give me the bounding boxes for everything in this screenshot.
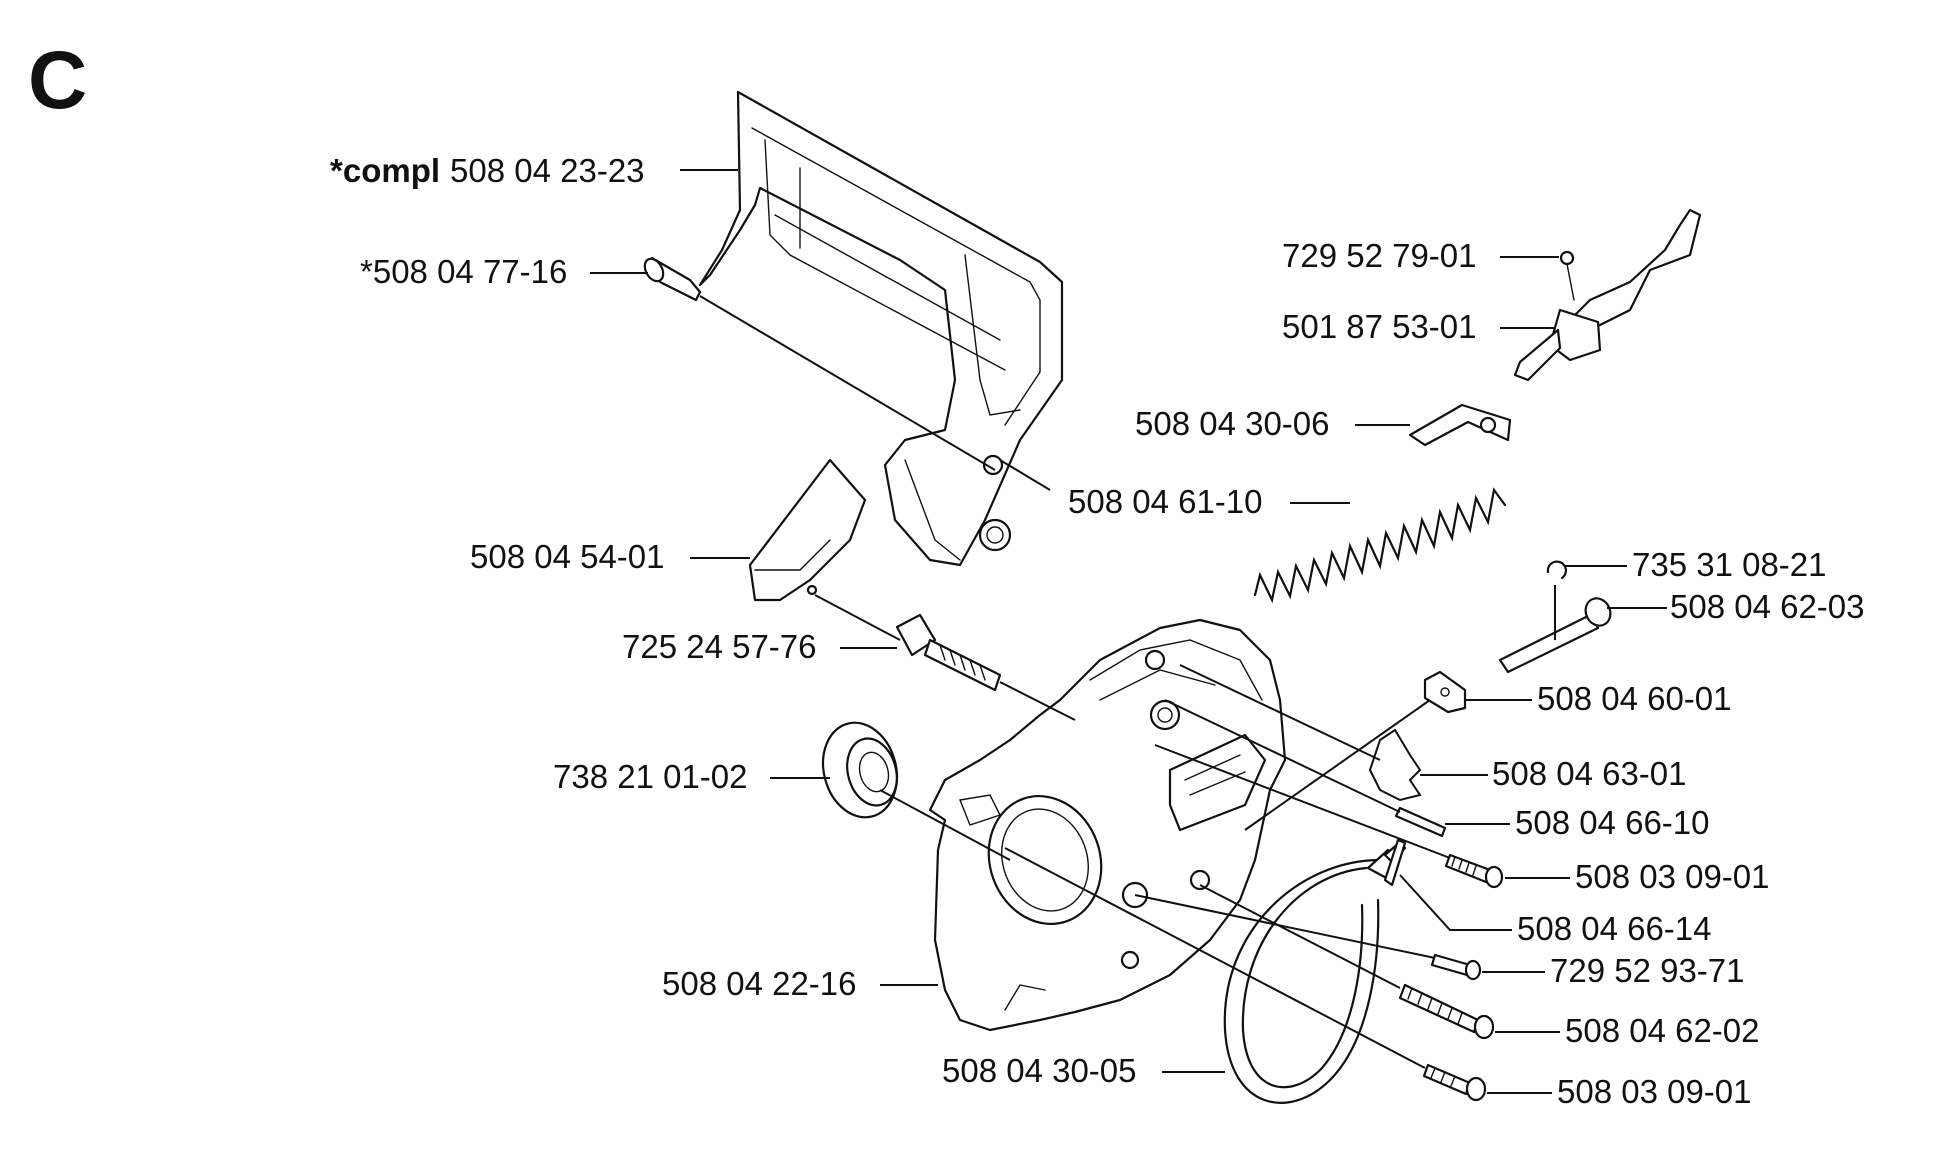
brake-actuator-assembly: [1513, 208, 1702, 382]
spring-clip: [1368, 728, 1422, 802]
pin: [1498, 597, 1612, 674]
label-compl-prefix: *compl: [330, 152, 440, 189]
label-508046614: 508 04 66-14: [1517, 910, 1712, 947]
label-508045401: 508 04 54-01: [470, 538, 665, 575]
rod: [1394, 806, 1447, 838]
band-link: [1383, 838, 1407, 887]
label-compl-assembly: *compl 508 04 23-23: [330, 152, 645, 189]
part-number-labels: *compl 508 04 23-23 *508 04 77-16 729 52 …: [330, 152, 1865, 1110]
adjuster-screw: [895, 613, 1002, 692]
label-508046203: 508 04 62-03: [1670, 588, 1865, 625]
label-508043006: 508 04 30-06: [1135, 405, 1330, 442]
section-letter: C: [28, 35, 87, 126]
label-508030901-b: 508 03 09-01: [1557, 1073, 1752, 1110]
label-508046301: 508 04 63-01: [1492, 755, 1687, 792]
label-735310821: 735 31 08-21: [1632, 546, 1827, 583]
clutch-cover-housing: [928, 618, 1287, 1032]
pivot-pin: [643, 256, 702, 302]
bracket: [1408, 403, 1512, 447]
block: [1423, 670, 1467, 714]
chain-brake-handle: [698, 90, 1064, 567]
screw-4: [1422, 1063, 1487, 1102]
label-508043005: 508 04 30-05: [942, 1052, 1137, 1089]
screw-3: [1398, 983, 1495, 1040]
bearing: [821, 721, 899, 819]
label-508047716: *508 04 77-16: [360, 253, 567, 290]
label-508030901-a: 508 03 09-01: [1575, 858, 1770, 895]
label-508046202: 508 04 62-02: [1565, 1012, 1760, 1049]
label-729529371: 729 52 93-71: [1550, 952, 1745, 989]
cover-piece: [748, 458, 867, 602]
retaining-washer: [1546, 560, 1567, 580]
label-725245776: 725 24 57-76: [622, 628, 817, 665]
label-508042216: 508 04 22-16: [662, 965, 857, 1002]
label-compl-number: 508 04 23-23: [450, 152, 645, 189]
label-729527901: 729 52 79-01: [1282, 237, 1477, 274]
label-508046110: 508 04 61-10: [1068, 483, 1263, 520]
screw-1: [1444, 853, 1504, 889]
screw-2: [1430, 953, 1482, 981]
label-508046610: 508 04 66-10: [1515, 804, 1710, 841]
leader-lines: [590, 169, 1667, 1094]
label-501875301: 501 87 53-01: [1282, 308, 1477, 345]
label-738210102: 738 21 01-02: [553, 758, 748, 795]
spring: [1253, 487, 1507, 604]
label-508046001: 508 04 60-01: [1537, 680, 1732, 717]
brake-band: [1223, 840, 1407, 1104]
